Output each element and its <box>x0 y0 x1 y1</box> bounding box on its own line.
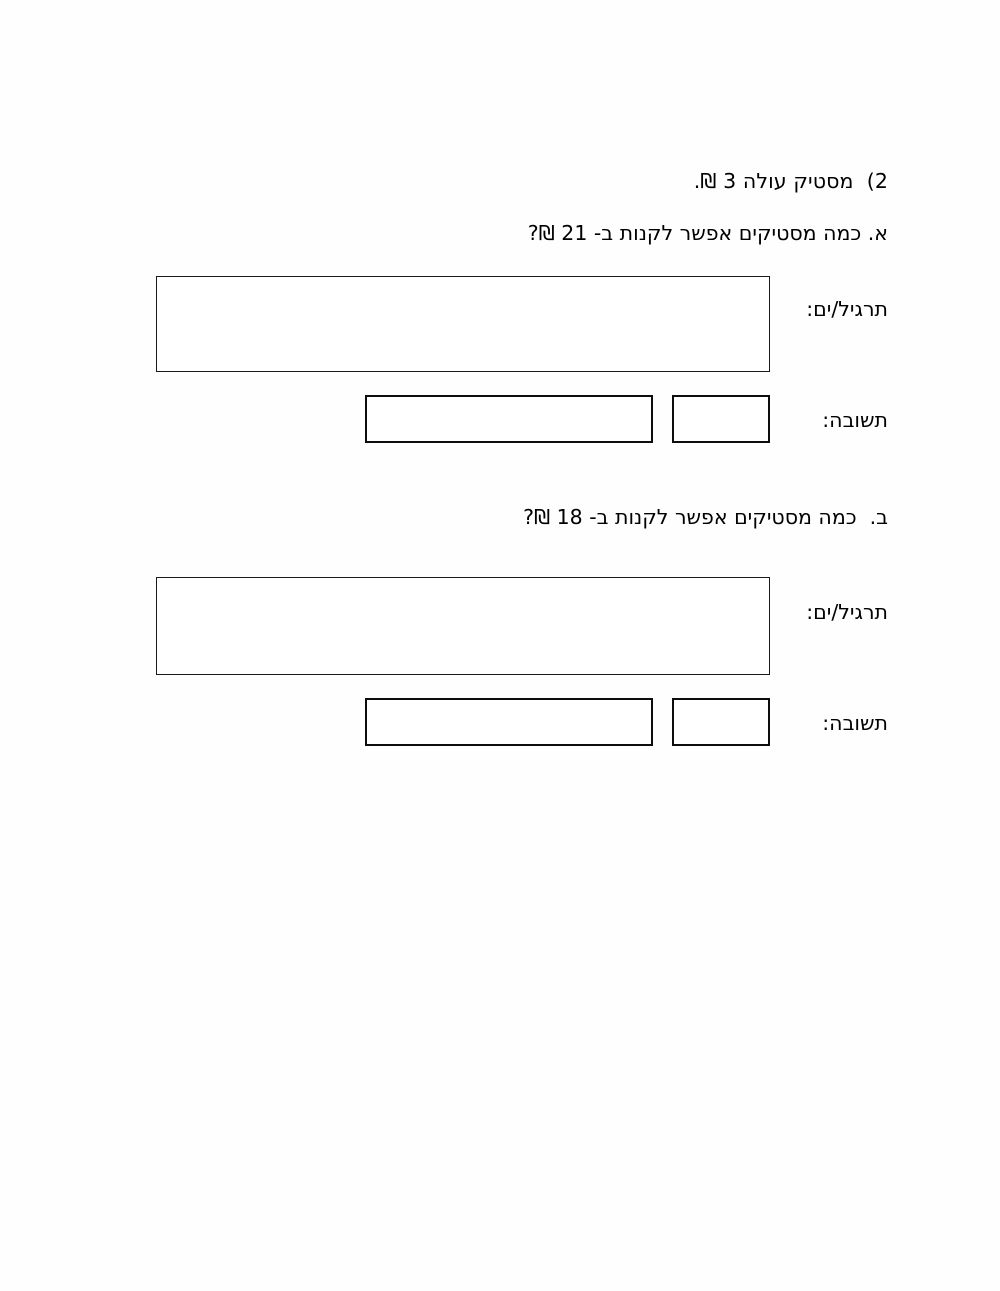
answer-label-a: תשובה: <box>822 408 888 432</box>
question-prompt: 2) מסטיק עולה 3 ₪. <box>693 169 888 193</box>
answer-label-b: תשובה: <box>822 711 888 735</box>
answer-box-a-wide[interactable] <box>365 395 653 443</box>
sub-question-b-prompt: ב. כמה מסטיקים אפשר לקנות ב- 18 ₪? <box>523 505 888 529</box>
sub-question-a-prompt: א. כמה מסטיקים אפשר לקנות ב- 21 ₪? <box>527 221 888 245</box>
exercise-box-b[interactable] <box>156 577 770 675</box>
answer-box-b-small[interactable] <box>672 698 770 746</box>
answer-box-a-small[interactable] <box>672 395 770 443</box>
exercise-label-b: תרגיל/ים: <box>806 600 888 624</box>
answer-box-b-wide[interactable] <box>365 698 653 746</box>
exercise-label-a: תרגיל/ים: <box>806 297 888 321</box>
exercise-box-a[interactable] <box>156 276 770 372</box>
